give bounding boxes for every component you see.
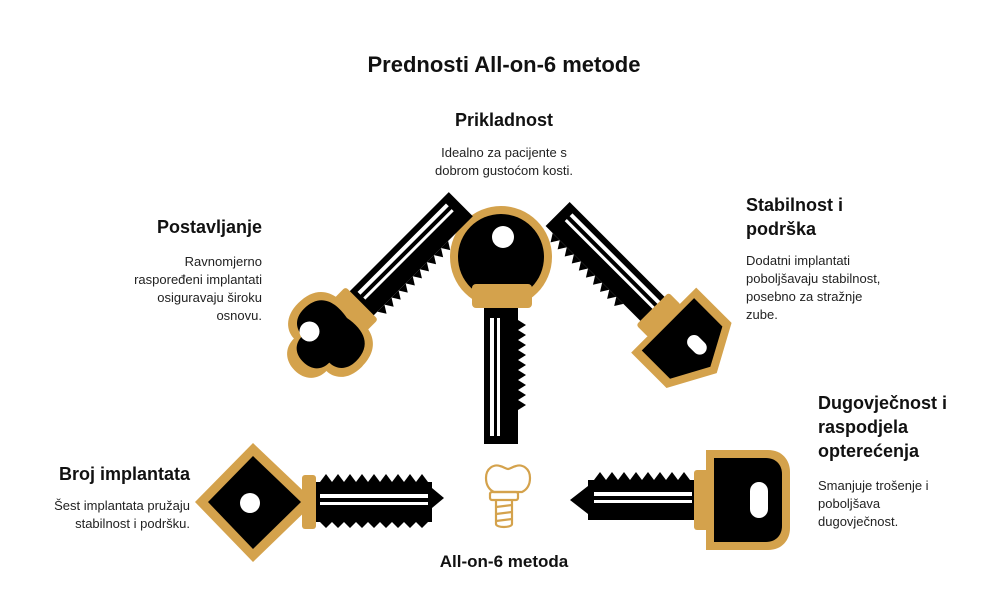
item-text-dugovjecnost: Smanjuje trošenje i poboljšava dugovječn… (818, 477, 998, 531)
heading-line: raspodjela (818, 417, 909, 437)
item-text-postavljanje: Ravnomjerno raspoređeni implantati osigu… (92, 253, 262, 325)
text-line: Smanjuje trošenje i (818, 478, 929, 493)
item-heading-postavljanje: Postavljanje (156, 217, 262, 237)
text-line: Šest implantata pružaju (54, 498, 190, 513)
tooth-implant-icon (484, 464, 532, 529)
text-line: poboljšavaju stabilnost, (746, 271, 881, 286)
text-line: osiguravaju široku (157, 290, 262, 305)
text-line: stabilnost i podršku. (75, 516, 190, 531)
key-icon (195, 443, 444, 562)
item-heading-broj-implantata: Broj implantata (58, 464, 190, 484)
heading-line: Dugovječnost i (818, 393, 948, 413)
text-line: Dodatni implantati (746, 253, 851, 268)
key-icon (450, 206, 552, 444)
center-label: All-on-6 metoda (439, 552, 569, 571)
text-line: poboljšava (818, 496, 881, 511)
key-icon (287, 192, 473, 378)
heading-line: opterećenja (818, 441, 920, 461)
item-heading-dugovjecnost: Dugovječnost i raspodjela opterećenja (818, 391, 998, 463)
text-line: zube. (746, 307, 778, 322)
item-heading-prikladnost: Prikladnost (454, 110, 554, 130)
key-icon (570, 450, 790, 550)
text-line: dobrom gustoćom kosti. (434, 163, 573, 178)
item-text-prikladnost: Idealno za pacijente s dobrom gustoćom k… (404, 144, 604, 180)
heading-line: podrška (746, 219, 817, 239)
text-line: osnovu. (216, 308, 262, 323)
text-line: raspoređeni implantati (134, 272, 262, 287)
text-line: posebno za stražnje (746, 289, 863, 304)
key-icon (545, 202, 732, 388)
text-line: dugovječnost. (818, 514, 899, 529)
text-line: Ravnomjerno (184, 254, 262, 269)
page-title: Prednosti All-on-6 metode (367, 52, 641, 77)
item-text-broj-implantata: Šest implantata pružaju stabilnost i pod… (20, 497, 190, 533)
item-text-stabilnost: Dodatni implantati poboljšavaju stabilno… (746, 252, 946, 324)
text-line: Idealno za pacijente s (441, 145, 567, 160)
heading-line: Stabilnost i (746, 195, 844, 215)
item-heading-stabilnost: Stabilnost i podrška (746, 193, 946, 241)
